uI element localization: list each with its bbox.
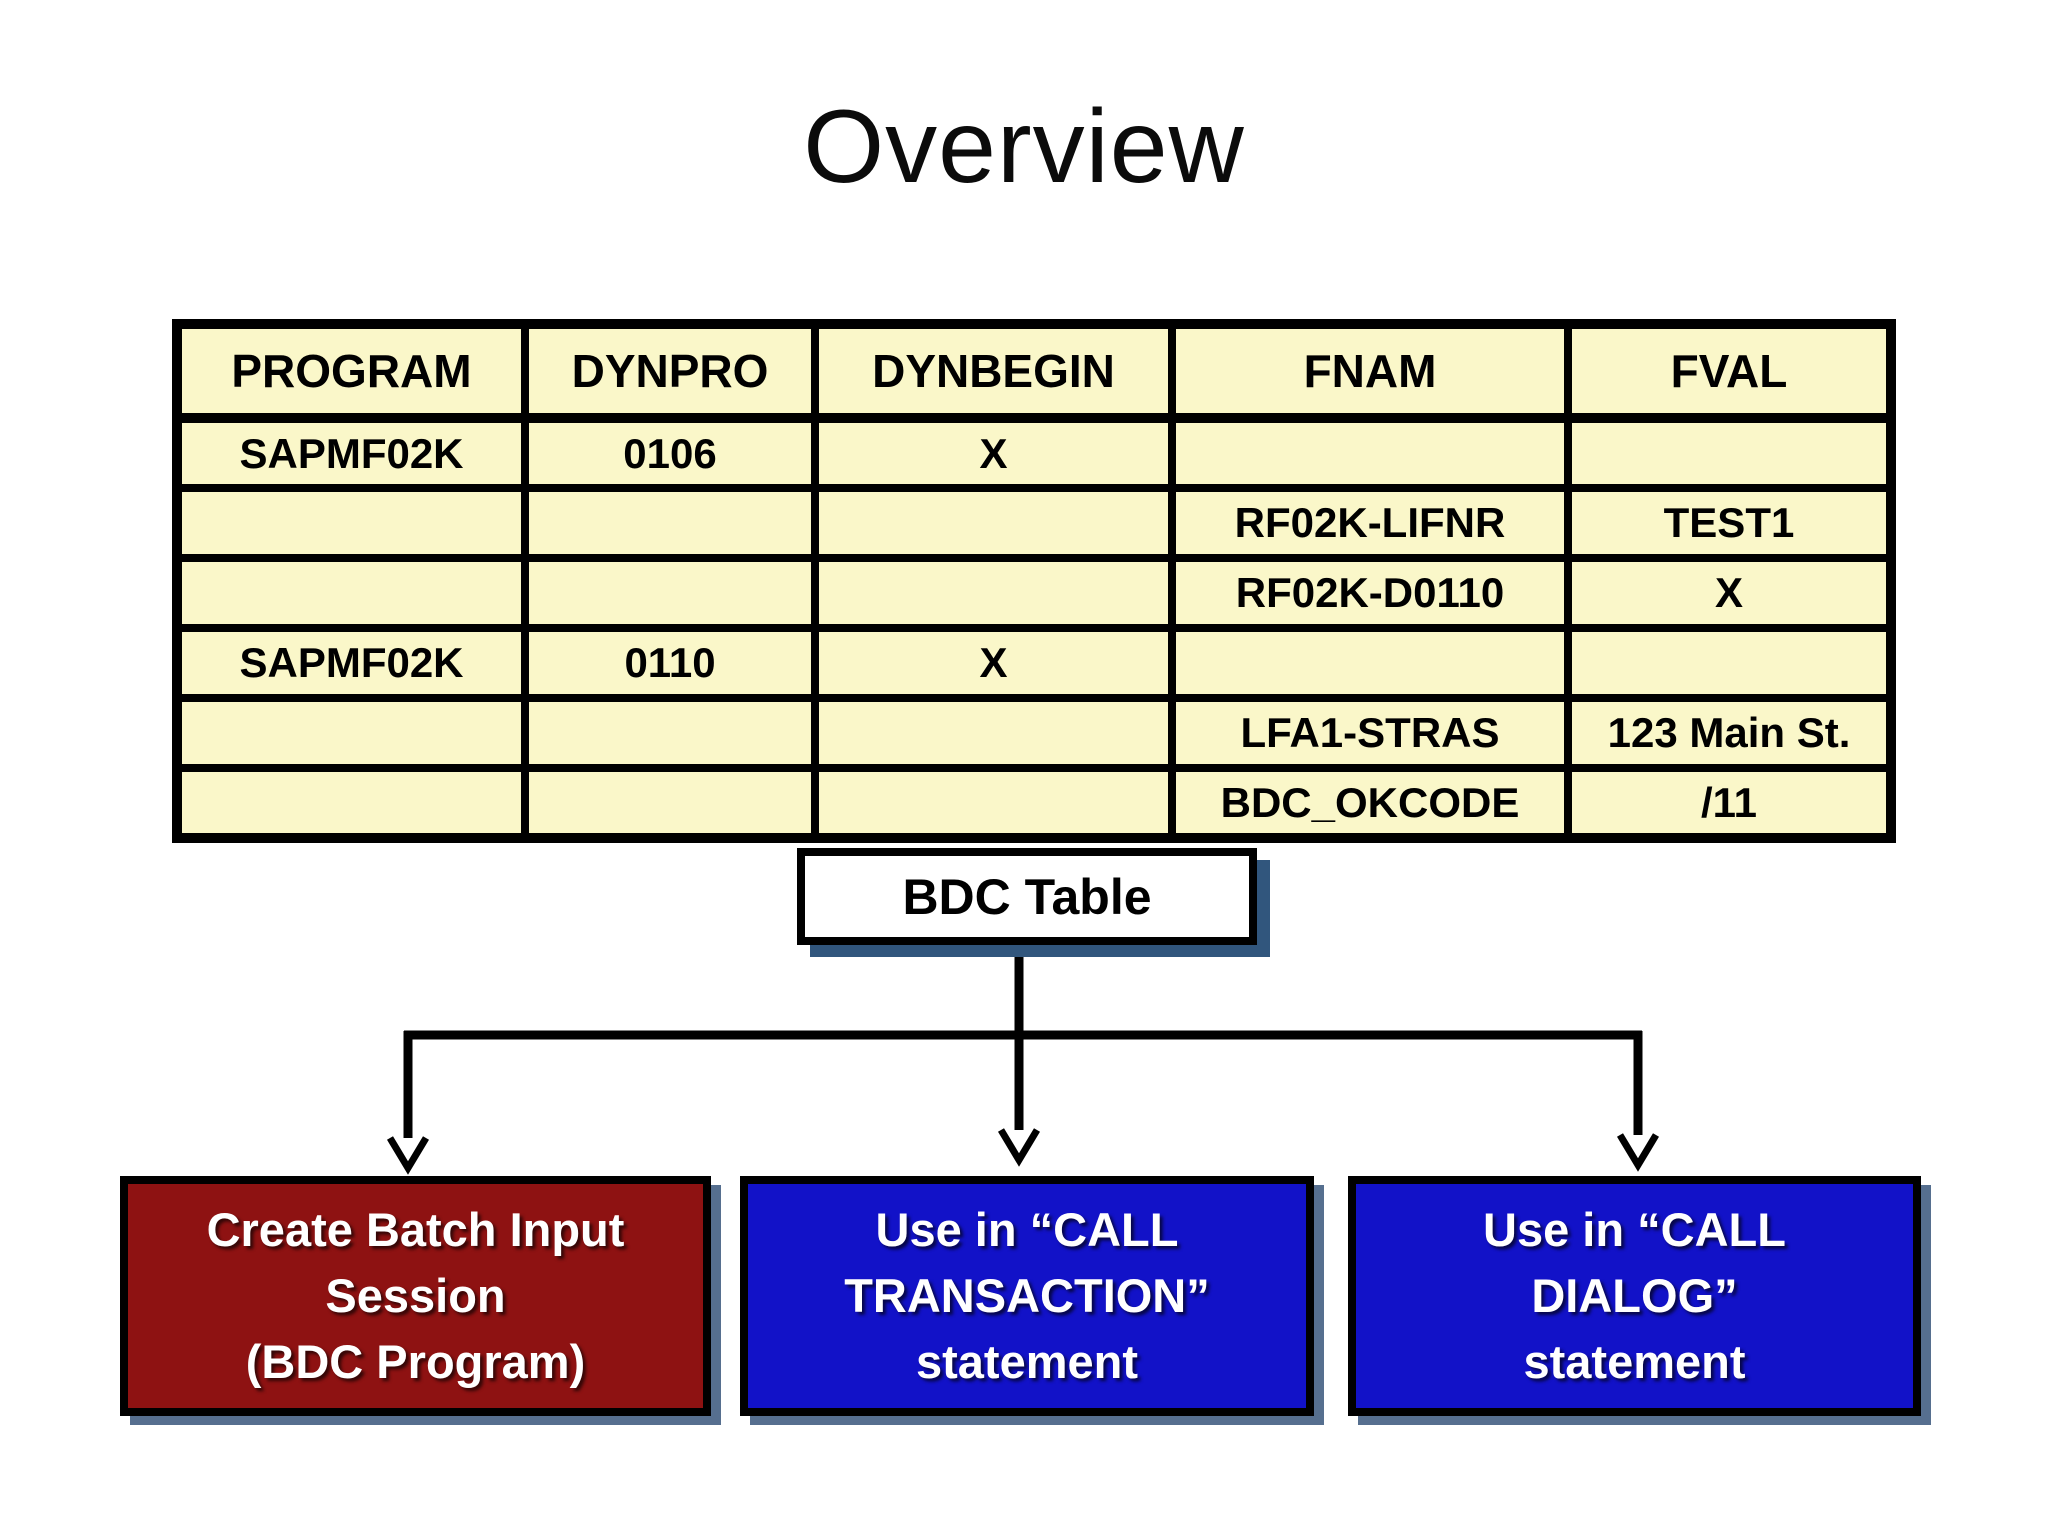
table-cell: RF02K-D0110 — [1168, 554, 1572, 632]
table-cell: 123 Main St. — [1564, 694, 1895, 772]
arrowhead-down-icon — [386, 1136, 430, 1175]
table-row: RF02K-D0110 X — [173, 554, 1895, 632]
table-cell — [811, 764, 1176, 842]
table-header-cell: DYNBEGIN — [811, 320, 1176, 423]
table-cell: LFA1-STRAS — [1168, 694, 1572, 772]
flow-box-line: statement — [915, 1335, 1138, 1388]
flow-box-create-batch-input-session: Create Batch Input Session (BDC Program) — [120, 1176, 711, 1416]
table-header-row: PROGRAM DYNPRO DYNBEGIN FNAM FVAL — [173, 320, 1895, 423]
table-cell — [811, 484, 1176, 562]
table-cell: X — [1564, 554, 1895, 632]
table-cell: SAPMF02K — [173, 414, 529, 492]
table-row: SAPMF02K 0110 X — [173, 624, 1895, 702]
table-cell: SAPMF02K — [173, 624, 529, 702]
flow-box-line: Create Batch Input — [206, 1203, 625, 1256]
table-cell: /11 — [1564, 764, 1895, 842]
bdc-table-label: BDC Table — [902, 868, 1152, 925]
bdc-table-label-box: BDC Table — [797, 848, 1257, 945]
table-cell — [1564, 624, 1895, 702]
table-cell — [811, 694, 1176, 772]
table-header-cell: PROGRAM — [173, 320, 529, 423]
table-header-cell: FVAL — [1564, 320, 1895, 423]
arrowhead-down-icon — [997, 1128, 1041, 1167]
flow-box-line: Session — [325, 1269, 506, 1322]
table-cell — [521, 764, 819, 842]
table-cell — [521, 554, 819, 632]
table-row: BDC_OKCODE /11 — [173, 764, 1895, 842]
flow-box-line: DIALOG” — [1531, 1269, 1738, 1322]
arrowhead-down-icon — [1616, 1133, 1660, 1172]
flow-box-line: (BDC Program) — [245, 1335, 586, 1388]
table-cell: 0110 — [521, 624, 819, 702]
table-cell: X — [811, 624, 1176, 702]
flow-box-call-transaction: Use in “CALL TRANSACTION” statement — [740, 1176, 1314, 1416]
table-cell — [173, 764, 529, 842]
table-cell — [521, 484, 819, 562]
table-cell: RF02K-LIFNR — [1168, 484, 1572, 562]
bdc-data-table: PROGRAM DYNPRO DYNBEGIN FNAM FVAL SAPMF0… — [172, 319, 1896, 843]
table-cell: X — [811, 414, 1176, 492]
flow-box-line: statement — [1523, 1335, 1746, 1388]
table-header-cell: DYNPRO — [521, 320, 819, 423]
table-row: RF02K-LIFNR TEST1 — [173, 484, 1895, 562]
flow-box-call-dialog: Use in “CALL DIALOG” statement — [1348, 1176, 1921, 1416]
table-cell — [173, 694, 529, 772]
table-cell — [173, 484, 529, 562]
table-cell: 0106 — [521, 414, 819, 492]
table-header-cell: FNAM — [1168, 320, 1572, 423]
table-cell — [173, 554, 529, 632]
flow-box-line: Use in “CALL — [875, 1203, 1179, 1256]
table-cell — [1168, 414, 1572, 492]
page-title: Overview — [803, 89, 1245, 205]
table-cell — [811, 554, 1176, 632]
flow-box-line: TRANSACTION” — [844, 1269, 1210, 1322]
flow-box-line: Use in “CALL — [1483, 1203, 1786, 1256]
table-row: LFA1-STRAS 123 Main St. — [173, 694, 1895, 772]
table-cell: TEST1 — [1564, 484, 1895, 562]
table-cell — [1168, 624, 1572, 702]
table-cell — [1564, 414, 1895, 492]
table-row: SAPMF02K 0106 X — [173, 414, 1895, 492]
table-cell: BDC_OKCODE — [1168, 764, 1572, 842]
table-cell — [521, 694, 819, 772]
